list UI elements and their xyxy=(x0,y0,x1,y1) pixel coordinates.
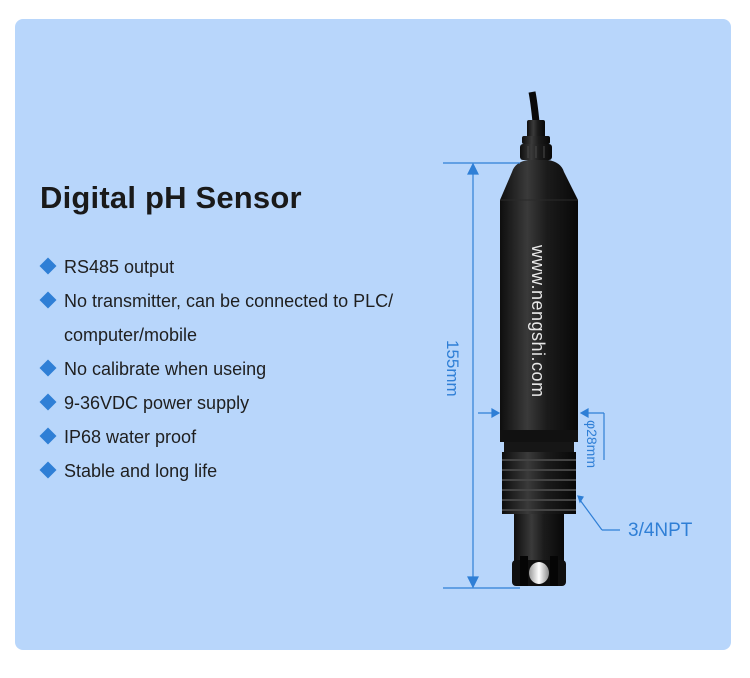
product-card xyxy=(15,19,731,650)
feature-item: Stable and long life xyxy=(39,454,460,488)
feature-text: No transmitter, can be connected to PLC/ xyxy=(64,291,394,311)
sensor-body xyxy=(500,160,578,452)
thread-section xyxy=(502,452,576,514)
feature-item: RS485 output xyxy=(39,250,460,284)
feature-item: 9-36VDC power supply xyxy=(39,386,460,420)
length-label: 155mm xyxy=(443,340,462,397)
thread-label: 3/4NPT xyxy=(628,520,693,541)
feature-text: 9-36VDC power supply xyxy=(64,393,250,413)
feature-text: Stable and long life xyxy=(64,461,218,481)
cable-gland xyxy=(520,120,552,160)
feature-text: No calibrate when useing xyxy=(64,359,267,379)
feature-item-continuation: computer/mobile xyxy=(40,318,460,352)
diameter-label: φ28mm xyxy=(584,420,600,468)
feature-text: computer/mobile xyxy=(64,325,198,345)
feature-text: RS485 output xyxy=(64,257,175,277)
brand-url-text: www.nengshi.com xyxy=(528,245,548,398)
diameter-dimension xyxy=(478,407,605,460)
product-title: Digital pH Sensor xyxy=(40,180,302,215)
probe-tip xyxy=(512,514,566,586)
feature-text: IP68 water proof xyxy=(64,427,197,447)
feature-list: RS485 output No transmitter, can be conn… xyxy=(39,250,460,488)
cable xyxy=(528,91,540,123)
feature-item: IP68 water proof xyxy=(39,420,460,454)
feature-item: No transmitter, can be connected to PLC/ xyxy=(39,284,460,318)
thread-pointer xyxy=(577,495,620,531)
feature-item: No calibrate when useing xyxy=(39,352,460,386)
length-dimension xyxy=(443,162,520,589)
